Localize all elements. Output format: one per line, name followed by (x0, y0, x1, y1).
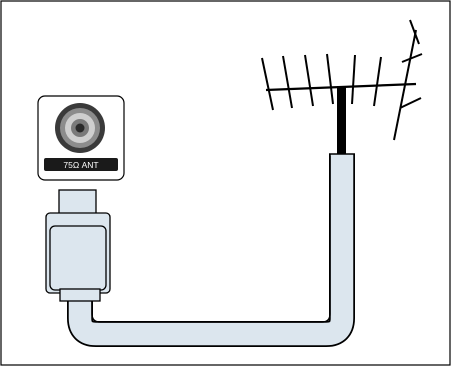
plug-grip (49, 225, 107, 291)
port-label: 75Ω ANT (63, 160, 98, 170)
antenna-reflector (399, 97, 422, 109)
port-label-strip (44, 158, 118, 171)
cable-inner-line (91, 156, 331, 323)
plug-neck (58, 189, 97, 217)
plug-collar (59, 288, 101, 302)
antenna-boom (265, 82, 417, 92)
cable-body (68, 154, 354, 346)
antenna-element (351, 54, 356, 105)
antenna-element (326, 53, 334, 105)
antenna-icon (261, 19, 423, 154)
antenna-element (261, 57, 274, 111)
coaxial-plug (45, 189, 111, 302)
antenna-reflector (393, 29, 417, 141)
antenna-reflector (409, 19, 420, 45)
tv-antenna-port-panel: 75Ω ANT (37, 95, 125, 181)
coaxial-socket-icon (55, 103, 105, 153)
antenna-reflector (401, 53, 423, 63)
antenna-element (304, 54, 314, 107)
coaxial-cable (67, 153, 355, 347)
antenna-element (282, 55, 293, 109)
antenna-element (373, 56, 382, 107)
antenna-mast (337, 86, 346, 154)
